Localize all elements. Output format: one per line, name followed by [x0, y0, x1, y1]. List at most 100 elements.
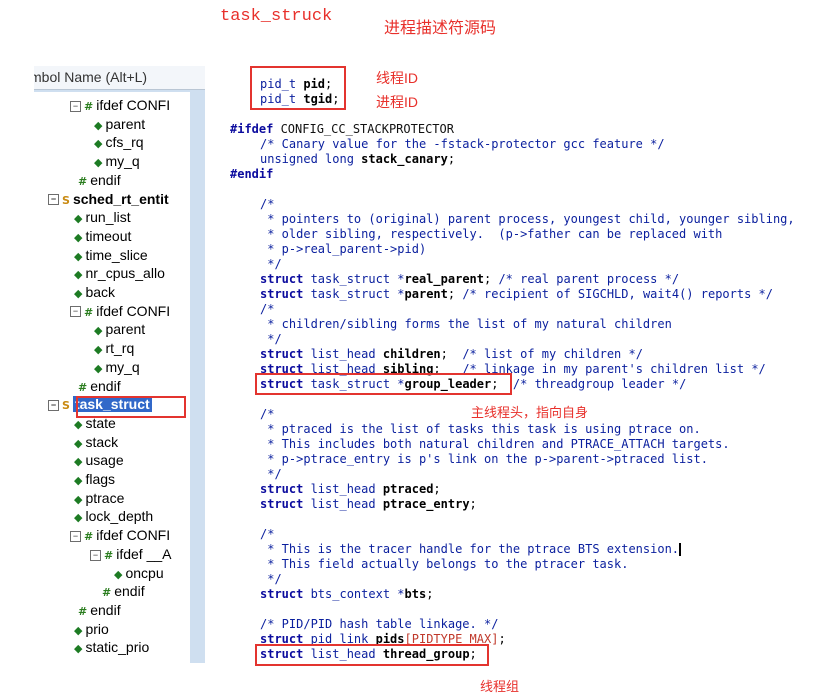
tree-item[interactable]: −#ifdef CONFI	[70, 526, 170, 545]
tree-item[interactable]: ◆parent	[94, 320, 145, 339]
tree-item-label: flags	[85, 471, 116, 487]
tree-item[interactable]: ◆nr_cpus_allo	[74, 264, 165, 283]
symbol-panel: mbol Name (Alt+L) −#ifdef CONFI◆parent◆c…	[34, 66, 205, 663]
tree-item[interactable]: #endif	[78, 601, 121, 620]
member-icon: ◆	[74, 212, 83, 226]
comment-line: * pointers to (original) parent process,…	[260, 212, 795, 226]
tree-item[interactable]: ◆time_slice	[74, 246, 148, 265]
tree-item[interactable]: ◆cfs_rq	[94, 133, 144, 152]
collapse-toggle-icon[interactable]: −	[48, 194, 59, 206]
tree-item-label: my_q	[105, 153, 140, 170]
symbol-search-placeholder: mbol Name (Alt+L)	[34, 69, 148, 85]
tree-item-label: ifdef CONFI	[96, 302, 171, 319]
member-icon: ◆	[74, 287, 83, 300]
tree-item-label: state	[85, 414, 116, 431]
collapse-toggle-icon[interactable]: −	[70, 100, 81, 112]
tree-item-label: ifdef CONFI	[96, 527, 171, 544]
comment-line: /*	[260, 407, 275, 421]
tree-item[interactable]: ◆static_prio	[74, 638, 149, 657]
bts-line: struct bts_context *bts;	[260, 587, 434, 601]
comment-line: * p->real_parent->pid)	[260, 242, 427, 256]
endif-line: #endif	[230, 167, 274, 181]
member-icon: ◆	[114, 567, 123, 581]
tree-item[interactable]: −#ifdef CONFI	[70, 302, 170, 321]
member-icon: ◆	[94, 118, 103, 132]
tree-item[interactable]: ◆my_q	[94, 358, 140, 377]
tree-item[interactable]: ◆timeout	[74, 227, 131, 246]
collapse-toggle-icon[interactable]: −	[70, 530, 81, 542]
member-icon: ◆	[94, 156, 103, 170]
thread-group-line: struct list_head thread_group;	[260, 647, 477, 661]
group-leader-annotation: 主线程头，指向自身	[471, 405, 589, 420]
collapse-toggle-icon[interactable]: −	[90, 549, 101, 561]
code-editor[interactable]: pid_t pid; pid_t tgid; #ifdef CONFIG_CC_…	[230, 0, 826, 699]
tree-item-label: usage	[85, 452, 124, 469]
tree-item[interactable]: ◆back	[74, 283, 115, 302]
group-leader-line: struct task_struct *group_leader; /* thr…	[260, 377, 687, 391]
title-cn-annotation: 进程描述符源码	[384, 18, 497, 37]
comment-line: /*	[260, 302, 275, 316]
tgid-annotation: 进程ID	[376, 94, 418, 110]
thread-group-annotation: 线程组	[480, 679, 520, 694]
tree-item[interactable]: ◆my_q	[94, 152, 140, 171]
comment-line: /*	[260, 197, 275, 211]
tree-item[interactable]: ◆run_list	[74, 208, 131, 227]
tree-item-label: back	[85, 284, 116, 300]
tree-item-label: oncpu	[125, 564, 164, 581]
member-icon: ◆	[74, 249, 83, 263]
member-icon: ◆	[74, 623, 83, 637]
tree-item-label: endif	[90, 171, 121, 188]
symbol-tree[interactable]: −#ifdef CONFI◆parent◆cfs_rq◆my_q#endif−S…	[34, 92, 190, 663]
tree-item-label: nr_cpus_allo	[85, 265, 165, 282]
tree-item[interactable]: ◆stack	[74, 433, 118, 452]
tree-item[interactable]: #endif	[78, 377, 121, 396]
tree-item[interactable]: #endif	[102, 582, 145, 601]
tree-item[interactable]: ◆oncpu	[114, 564, 164, 583]
struct-icon: S	[62, 193, 70, 207]
tree-item[interactable]: −#ifdef __A	[90, 545, 171, 564]
collapse-toggle-icon[interactable]: −	[48, 399, 59, 411]
tree-item[interactable]: −#ifdef CONFI	[70, 96, 170, 115]
tgid-line: pid_t tgid;	[260, 92, 340, 106]
tree-item[interactable]: ◆state	[74, 414, 116, 433]
tree-item-label: stack	[85, 433, 119, 450]
pid-annotation: 线程ID	[376, 70, 418, 86]
canary-comment: /* Canary value for the -fstack-protecto…	[260, 137, 665, 151]
member-icon: ◆	[74, 511, 83, 525]
tree-item[interactable]: ◆lock_depth	[74, 507, 153, 526]
comment-line: * This includes both natural children an…	[260, 437, 730, 451]
struct-icon: S	[62, 399, 70, 413]
tree-item-label: endif	[90, 601, 121, 618]
tree-item[interactable]: ◆rt_rq	[94, 339, 134, 358]
comment-line: */	[260, 572, 282, 586]
tree-item[interactable]: ◆usage	[74, 451, 124, 470]
tree-item-label: time_slice	[85, 246, 148, 263]
tree-item[interactable]: ◆parent	[94, 115, 145, 134]
preprocessor-icon: #	[104, 548, 114, 562]
real-parent-line: struct task_struct *real_parent; /* real…	[260, 272, 680, 286]
member-icon: ◆	[74, 436, 83, 450]
tree-item-label: ifdef __A	[116, 545, 172, 562]
tree-item-label: my_q	[105, 358, 140, 375]
member-icon: ◆	[74, 268, 83, 282]
task-struct-highlight	[76, 396, 186, 418]
symbol-search-input[interactable]: mbol Name (Alt+L)	[34, 66, 205, 90]
text-cursor	[679, 543, 682, 556]
pids-line: struct pid_link pids[PIDTYPE_MAX];	[260, 632, 506, 646]
thread-group-highlight	[255, 644, 489, 666]
collapse-toggle-icon[interactable]: −	[70, 306, 81, 318]
preprocessor-icon: #	[78, 604, 88, 618]
comment-line: * children/sibling forms the list of my …	[260, 317, 672, 331]
tree-item[interactable]: ◆ptrace	[74, 489, 124, 508]
preprocessor-icon: #	[84, 530, 94, 544]
tree-item[interactable]: ◆prio	[74, 620, 109, 639]
member-icon: ◆	[94, 343, 103, 357]
member-icon: ◆	[94, 324, 103, 338]
comment-line: /*	[260, 527, 275, 541]
tree-item[interactable]: ◆flags	[74, 470, 115, 489]
canary-line: unsigned long stack_canary;	[260, 152, 456, 166]
tree-item[interactable]: #endif	[78, 171, 121, 190]
comment-line: */	[260, 467, 282, 481]
